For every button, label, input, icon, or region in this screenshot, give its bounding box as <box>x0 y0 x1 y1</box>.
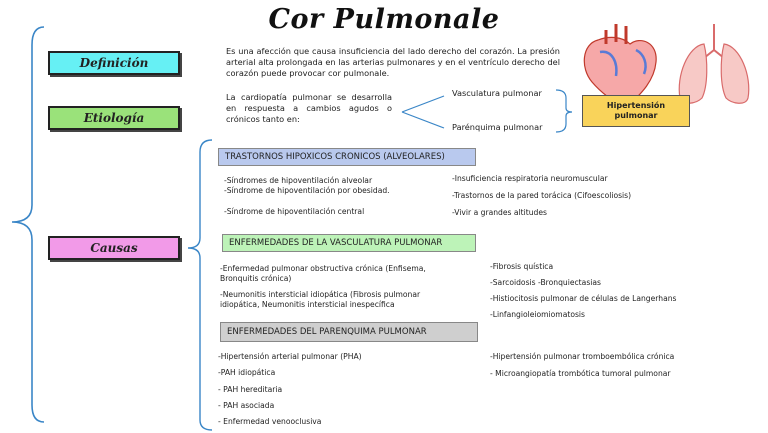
parenquima-right-1: - Microangiopatía trombótica tumoral pul… <box>490 369 671 378</box>
vasculatura-right-0: -Fibrosis quística <box>490 262 554 271</box>
parenquima-left-2: - PAH hereditaria <box>218 385 283 394</box>
branch-parenquima: Parénquima pulmonar <box>452 122 543 132</box>
lungs-illustration <box>678 24 750 104</box>
vasculatura-left-0: -Enfermedad pulmonar obstructiva crónica… <box>220 264 426 283</box>
hipoxicos-right-1: -Trastornos de la pared torácica (Cifoes… <box>452 191 632 200</box>
hipertension-bracket <box>555 89 573 133</box>
section-vasculatura: ENFERMEDADES DE LA VASCULATURA PULMONAR <box>222 234 476 252</box>
causas-bracket <box>187 139 213 431</box>
hipertension-label: Hipertensión pulmonar <box>606 101 666 120</box>
arrow-vasculatura <box>401 95 445 113</box>
hipoxicos-left-0: -Síndromes de hipoventilación alveolar <box>224 176 373 185</box>
parenquima-right-0: -Hipertensión pulmonar tromboembólica cr… <box>490 352 675 361</box>
etiologia-text: La cardiopatía pulmonar se desarrolla en… <box>226 92 392 124</box>
parenquima-left-0: -Hipertensión arterial pulmonar (PHA) <box>218 352 362 361</box>
hipoxicos-right-2: -Vivir a grandes altitudes <box>452 208 547 217</box>
branch-vasculatura: Vasculatura pulmonar <box>452 88 542 98</box>
hipertension-box: Hipertensión pulmonar <box>582 95 690 127</box>
section-hipoxicos: TRASTORNOS HIPOXICOS CRONICOS (ALVEOLARE… <box>218 148 476 166</box>
parenquima-left-1: -PAH idiopática <box>218 368 276 377</box>
hipoxicos-left-2: -Síndrome de hipoventilación central <box>224 207 365 216</box>
parenquima-left-3: - PAH asociada <box>218 401 275 410</box>
label-etiologia: Etiología <box>48 106 180 130</box>
arrow-parenquima <box>401 111 445 129</box>
definicion-text: Es una afección que causa insuficiencia … <box>226 46 560 78</box>
vasculatura-right-3: -Linfangioleiomiomatosis <box>490 310 585 319</box>
section-parenquima: ENFERMEDADES DEL PARENQUIMA PULMONAR <box>220 322 478 342</box>
hipoxicos-right-0: -Insuficiencia respiratoria neuromuscula… <box>452 174 608 183</box>
vasculatura-right-1: -Sarcoidosis -Bronquiectasias <box>490 278 601 287</box>
heart-illustration <box>583 24 657 109</box>
hipoxicos-left-1: -Síndrome de hipoventilación por obesida… <box>224 186 390 195</box>
vasculatura-left-1: -Neumonitis intersticial idiopática (Fib… <box>220 290 421 309</box>
main-bracket <box>11 26 45 423</box>
parenquima-left-4: - Enfermedad venooclusiva <box>218 417 322 426</box>
label-causas: Causas <box>48 236 180 260</box>
page-title: Cor Pulmonale <box>268 4 500 35</box>
vasculatura-right-2: -Histiocitosis pulmonar de células de La… <box>490 294 677 303</box>
label-definicion: Definición <box>48 51 180 75</box>
